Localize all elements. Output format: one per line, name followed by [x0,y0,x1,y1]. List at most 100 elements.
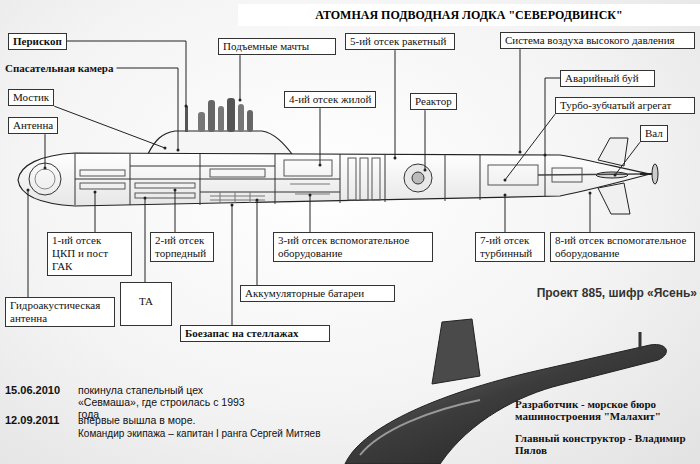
leader-line [545,78,560,155]
text-label: 15.06.2010 [5,384,60,396]
leader-line [240,55,241,100]
drawing-part [80,170,125,176]
callout-box: 1-ий отсек ЦКП и пост ГАК [47,232,132,276]
drawing-part [80,183,125,189]
leader-dot [504,179,507,182]
leader-line [395,50,396,158]
diagram-title: АТОМНАЯ ПОДВОДНАЯ ЛОДКА "СЕВЕРОДВИНСК" [238,8,700,23]
drawing-part [404,164,432,192]
drawing-part [210,184,330,203]
leader-line [320,108,321,165]
drawing-part [210,200,265,201]
drawing-part [250,192,251,203]
leader-dot [589,192,592,195]
callout-label: Турбо-зубчатый агрегат [560,99,690,112]
drawing-part [18,153,650,206]
drawing-part [640,173,652,175]
drawing-part [360,158,368,200]
drawing-part [35,169,55,189]
callout-label: Подъемные мачты [223,40,331,53]
leader-dot [144,197,147,200]
leader-dot [424,169,427,172]
drawing-part [185,106,188,132]
callout-box: Подъемные мачты [218,38,336,55]
drawing-part [538,174,640,175]
leader-line [505,195,506,232]
leader-dot [27,189,30,192]
callout-label: 8-ий отсек вспомогательное оборудование [555,234,690,260]
leader-dot [614,174,617,177]
text-label: впервые вышла в море. [78,414,195,426]
drawing-part [284,160,332,176]
callout-box: Перископ [8,33,67,50]
drawing-part [598,138,628,166]
drawing-part [488,165,538,185]
drawing-part [130,166,275,167]
drawing-part [208,100,215,132]
text-label: Разработчик - морское бюро машиностроени… [515,398,695,422]
callout-label: Аккумуляторные батареи [245,287,390,300]
callout-box: Турбо-зубчатый агрегат [555,97,695,114]
leader-dot [544,154,547,157]
callout-label: Боезапас на стеллажах [185,327,325,340]
callout-label: 7-ий отсек турбинный [480,234,540,260]
callout-label: 4-ий отсек жилой [289,93,371,106]
leader-dot [319,164,322,167]
drawing-part [80,158,582,200]
callout-label: 5-ий отсек ракетный [350,35,450,48]
callout-box: Аварийный буй [560,70,655,87]
callout-label: 1-ий отсек ЦКП и пост ГАК [52,234,127,274]
leader-dot [164,147,167,150]
leader-line [45,134,46,168]
callout-box: Реактор [410,93,457,110]
drawing-part [200,192,340,193]
leader-dot [44,167,47,170]
text-label: Спасательная камера [5,62,114,74]
drawing-part [218,106,224,132]
callout-box: Гидроакустическая антенна [5,297,115,327]
callout-label: Вал [645,127,663,140]
leader-dot [231,204,234,207]
leader-line [54,106,165,148]
drawing-part [445,154,446,201]
callout-box: Система воздуха высокого давления [500,32,695,49]
drawing-part [148,131,292,154]
drawing-part [385,154,386,202]
leader-dot [174,189,177,192]
callout-box: 5-ий отсек ракетный [345,33,455,50]
callout-box: Боезапас на стеллажах [180,325,330,342]
drawing-part [290,184,330,185]
leader-dot [94,191,97,194]
drawing-part [220,192,221,203]
leader-line [257,200,258,285]
callout-box: Вал [640,125,668,142]
callout-box: 3-ий отсек вспомогательное оборудование [273,232,433,262]
callout-box: Аккумуляторные батареи [240,285,395,302]
leader-line [310,195,311,232]
drawing-part [295,194,330,195]
callout-label: Система воздуха высокого давления [505,34,690,47]
leader-line [145,198,146,282]
drawing-part [227,98,235,132]
leader-dot [177,149,180,152]
drawing-part [75,179,340,180]
drawing-part [545,155,546,197]
callout-label: Аварийный буй [565,72,650,85]
callout-box: ТА [120,282,172,326]
drawing-part [412,172,424,184]
leader-line [95,192,96,232]
text-label: Командир экипажа – капитан I ранга Серге… [78,428,320,439]
leader-dot [185,105,188,108]
cutaway-submarine [18,98,658,214]
text-label: Проект 885, шифр «Ясень» [537,286,697,300]
leader-line [232,205,233,325]
callout-label: Антенна [13,119,53,132]
drawing-part [238,104,244,132]
drawing-part [247,110,253,132]
leader-dot [394,157,397,160]
drawing-part [639,332,642,350]
leader-dot [519,151,522,154]
text-label: Главный конструктор - Владимир Пялов [515,432,695,456]
callout-box: Антенна [8,117,58,134]
